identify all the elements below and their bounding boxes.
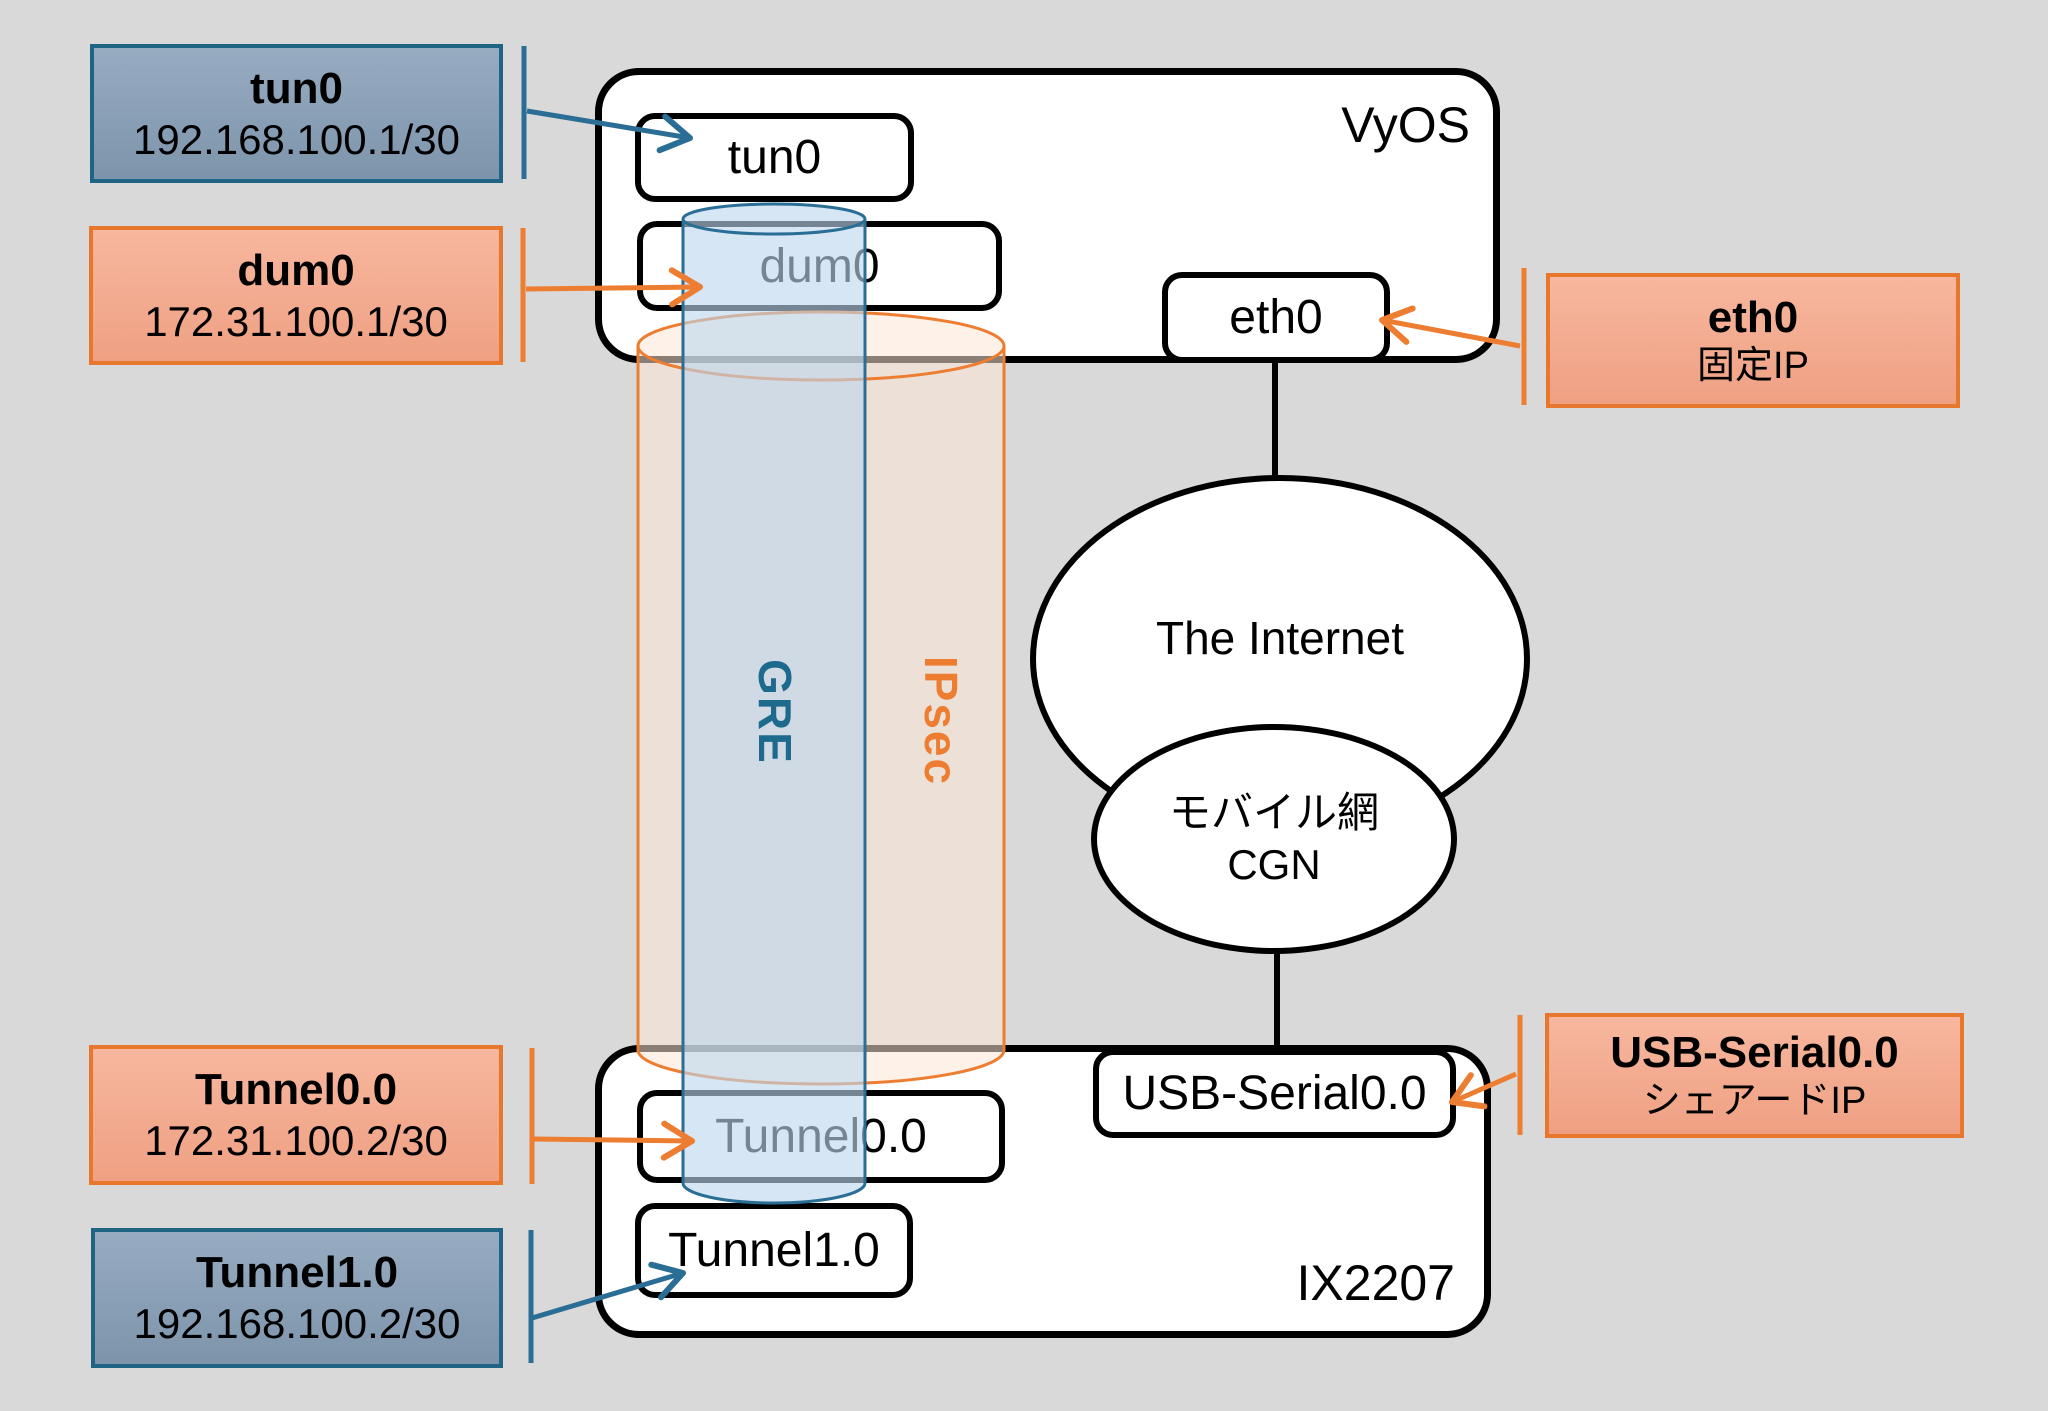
- callout-usbserial-title: USB-Serial0.0: [1610, 1028, 1899, 1078]
- ix2207-interface-tunnel00: Tunnel0.0: [637, 1090, 1005, 1183]
- callout-tunnel00-subtitle: 172.31.100.2/30: [144, 1117, 448, 1165]
- cgn-cloud-label-line1: モバイル網: [1168, 788, 1379, 836]
- gre-tunnel-label: GRE: [749, 659, 801, 765]
- callout-tun0-title: tun0: [250, 63, 343, 113]
- callout-eth0-title: eth0: [1707, 293, 1799, 343]
- vyos-interface-tun0: tun0: [635, 113, 914, 202]
- eth0-interface-label: eth0: [1229, 291, 1323, 344]
- callout-tunnel10-title: Tunnel1.0: [195, 1248, 399, 1298]
- callout-tun0: tun0 192.168.100.1/30: [90, 44, 503, 183]
- callout-tunnel00-title: Tunnel0.0: [194, 1065, 398, 1115]
- cgn-cloud: モバイル網 CGN: [1091, 724, 1457, 954]
- cgn-cloud-label-line2: CGN: [1227, 841, 1321, 888]
- callout-dum0-subtitle: 172.31.100.1/30: [144, 297, 448, 345]
- callout-dum0-title: dum0: [237, 245, 355, 295]
- callout-usbserial: USB-Serial0.0 シェアードIP: [1545, 1013, 1964, 1138]
- callout-eth0-subtitle: 固定IP: [1697, 345, 1809, 388]
- callout-dum0: dum0 172.31.100.1/30: [89, 226, 503, 365]
- ipsec-tunnel-label: IPsec: [915, 655, 967, 787]
- ix2207-interface-tunnel10: Tunnel1.0: [635, 1203, 913, 1298]
- callout-tun0-subtitle: 192.168.100.1/30: [133, 115, 460, 163]
- tunnel00-interface-label: Tunnel0.0: [715, 1110, 927, 1163]
- tun0-interface-label: tun0: [727, 131, 822, 184]
- callout-usbserial-subtitle: シェアードIP: [1642, 1080, 1867, 1123]
- vyos-interface-eth0: eth0: [1162, 272, 1390, 363]
- internet-cloud-label: The Internet: [1155, 612, 1405, 664]
- dum0-interface-label: dum0: [759, 239, 880, 293]
- callout-tunnel10-subtitle: 192.168.100.2/30: [133, 1300, 461, 1348]
- callout-tunnel10: Tunnel1.0 192.168.100.2/30: [91, 1228, 503, 1368]
- callout-tunnel00: Tunnel0.0 172.31.100.2/30: [89, 1045, 503, 1185]
- callout-eth0: eth0 固定IP: [1546, 273, 1960, 408]
- vyos-router-label: VyOS: [1341, 97, 1470, 153]
- ix2207-interface-usbserial: USB-Serial0.0: [1093, 1049, 1456, 1138]
- vyos-interface-dum0: dum0: [637, 221, 1002, 311]
- tunnel10-interface-label: Tunnel1.0: [668, 1224, 880, 1277]
- usbserial-interface-label: USB-Serial0.0: [1122, 1067, 1427, 1120]
- ix2207-router-label: IX2207: [1296, 1255, 1455, 1311]
